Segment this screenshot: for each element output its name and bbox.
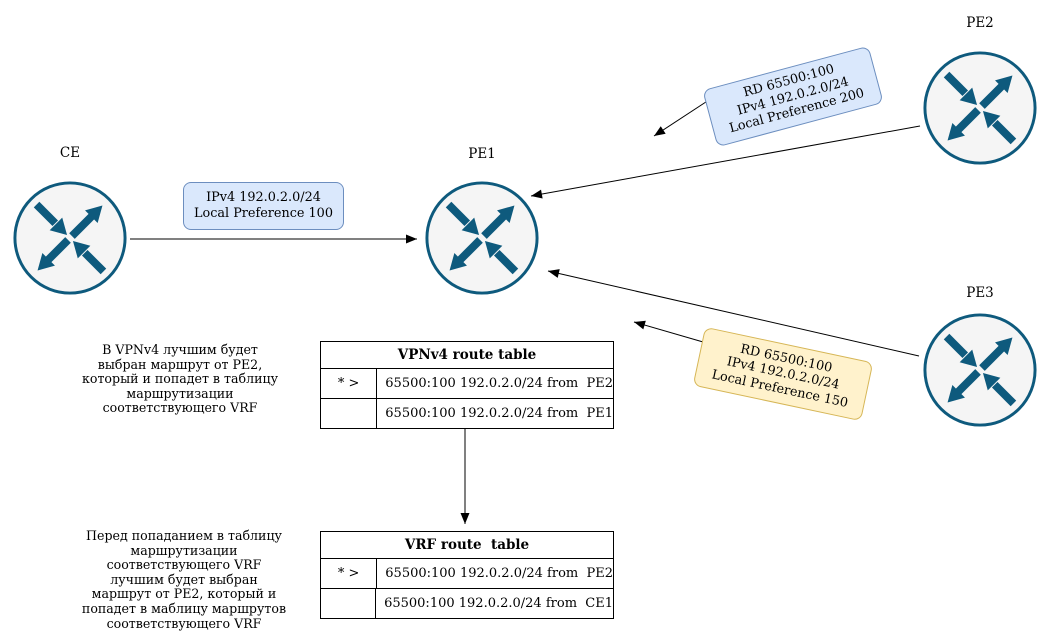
callout-line: IPv4 192.0.2.0/24	[206, 190, 321, 205]
vrf-route-table: VRF route table * > 65500:100 192.0.2.0/…	[320, 531, 614, 619]
table-row: 65500:100 192.0.2.0/24 from CE1	[321, 588, 613, 618]
arrow-pe3-callout	[633, 320, 711, 345]
node-label-pe2: PE2	[966, 15, 994, 31]
router-icon-pe3	[921, 311, 1039, 429]
vrf-route-table-title: VRF route table	[321, 532, 613, 559]
callout-ce-to-pe1: IPv4 192.0.2.0/24 Local Preference 100	[183, 182, 344, 230]
best-route-flag: * >	[321, 559, 378, 588]
table-row: * > 65500:100 192.0.2.0/24 from PE2	[321, 369, 613, 398]
route-entry: 65500:100 192.0.2.0/24 from PE2	[385, 376, 613, 391]
table-row: * > 65500:100 192.0.2.0/24 from PE2	[321, 559, 613, 588]
note-vpnv4-selection: В VPNv4 лучшим будет выбран маршрут от P…	[82, 342, 278, 416]
route-entry: 65500:100 192.0.2.0/24 from PE1	[385, 406, 613, 421]
best-route-flag	[321, 589, 377, 618]
arrow-pe3-to-pe1	[547, 269, 920, 357]
router-icon-ce	[11, 179, 129, 297]
router-icon-pe2	[921, 49, 1039, 167]
note-vrf-selection: Перед попаданием в таблицу маршрутизации…	[81, 528, 287, 631]
best-route-flag	[321, 399, 378, 428]
router-icon-pe1	[423, 179, 541, 297]
node-label-pe1: PE1	[468, 146, 496, 162]
best-route-flag: * >	[321, 369, 378, 398]
node-label-ce: CE	[59, 145, 81, 161]
vpnv4-route-table: VPNv4 route table * > 65500:100 192.0.2.…	[320, 341, 614, 429]
route-entry: 65500:100 192.0.2.0/24 from PE2	[385, 566, 613, 581]
node-label-pe3: PE3	[966, 285, 994, 301]
route-entry: 65500:100 192.0.2.0/24 from CE1	[384, 596, 613, 611]
vpnv4-route-table-title: VPNv4 route table	[321, 342, 613, 369]
callout-line: Local Preference 100	[194, 206, 333, 221]
arrow-pe2-to-pe1	[530, 125, 921, 199]
arrow-pe2-callout	[653, 97, 713, 137]
table-row: 65500:100 192.0.2.0/24 from PE1	[321, 398, 613, 428]
